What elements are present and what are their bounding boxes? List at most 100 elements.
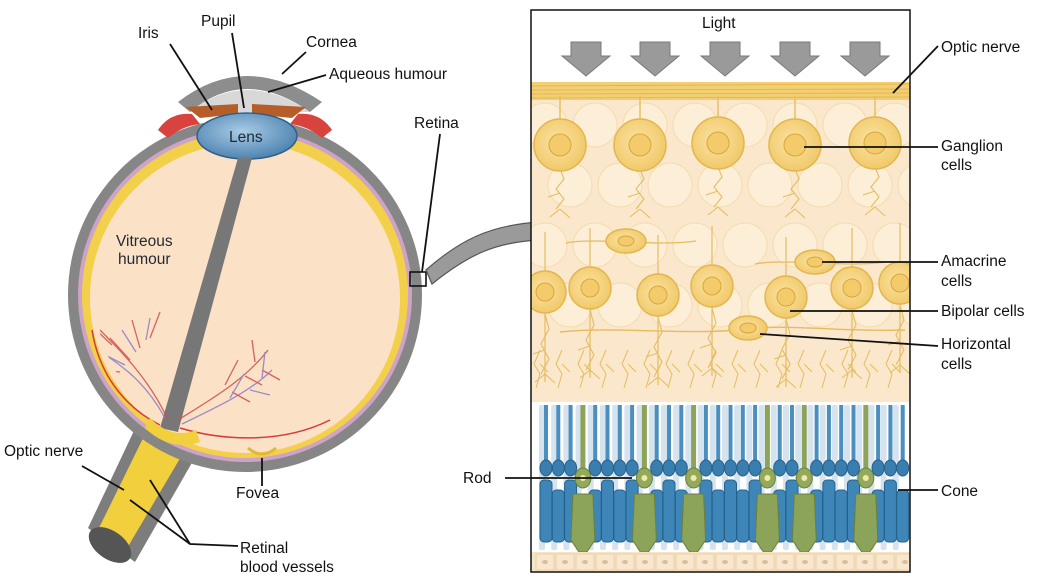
cone-nucleus [699,459,713,477]
dendrite [585,309,595,371]
rod-nucleus-core [862,475,869,481]
cone-segment [883,479,897,543]
panel-leader-lines [505,45,939,491]
label-rod: Rod [463,470,491,487]
rod-segment [791,493,817,553]
cone-axon [777,405,782,465]
dendrite [540,313,550,375]
bipolar-nucleus [535,282,555,302]
label-vitreous-line2: humour [118,251,171,268]
light-arrow [629,41,681,77]
cone-axon [900,405,905,465]
dendrite [775,349,791,389]
dendrite [653,316,663,378]
vitreous-body [90,143,400,453]
dendrite [790,168,800,210]
light-arrows [560,41,891,77]
label-retinal-vessels-line1: Retinal [240,540,288,557]
light-arrow [769,41,821,77]
cone-axon [826,405,831,465]
cornea [178,76,322,112]
background-cell [822,222,868,268]
cone-axon [716,405,721,465]
dendrite [819,349,835,389]
label-light: Light [702,15,736,32]
light-arrow [560,41,612,77]
dendrite [555,168,565,210]
rod-axon [863,405,869,475]
pigment-nucleus [842,560,848,564]
nerve-fiber-lines [531,83,910,99]
cone-segment [551,489,565,543]
photoreceptor-layer [539,405,910,553]
cone-axon [839,405,844,465]
label-retina: Retina [414,115,459,132]
bipolar-nucleus [648,285,668,305]
pigment-nucleus [702,560,708,564]
cone-segment [834,489,848,543]
cone-axon [888,405,893,465]
background-cell [897,164,910,206]
cone-nucleus [724,459,737,477]
label-optic-nerve-eye: Optic nerve [4,443,83,460]
retina-detail-panel: Light Optic nerve Ganglion cells Amacrin… [463,9,1025,573]
background-cell [797,162,843,208]
fovea-pit [247,446,277,456]
label-cone: Cone [941,483,978,500]
pigment-nucleus [562,560,568,564]
cone-nucleus [588,459,602,477]
cone-nucleus [834,459,848,477]
pigment-nucleus [762,560,768,564]
label-vitreous-line1: Vitreous [116,233,173,250]
cone-axon [876,405,881,465]
label-aqueous-humour: Aqueous humour [329,66,447,83]
cone-axon [740,405,745,465]
background-cell [672,222,718,268]
pigment-nucleus [822,560,828,564]
rod-axon [580,405,586,475]
rod-segment [681,493,707,553]
light-arrow [839,41,891,77]
background-cell [747,162,793,208]
cone-axon [544,405,548,465]
pigment-nucleus [862,560,868,564]
panel-border [530,9,911,573]
pigment-nucleus [642,560,648,564]
label-retinal-vessels-line2: blood vessels [240,559,334,576]
cone-axon [630,405,635,465]
label-pupil: Pupil [201,13,235,30]
dendrite [533,349,549,389]
dendrite [753,349,769,389]
cone-nucleus [674,459,688,477]
cone-segment [736,489,750,543]
label-ganglion-line1: Ganglion [941,138,1003,155]
cone-axon [703,405,708,465]
cone-axon [568,405,573,465]
cone-segment [613,489,627,543]
cone-nucleus [810,459,824,477]
cone-axon [667,405,671,465]
ganglion-nucleus [628,133,652,157]
cone-nucleus [736,459,750,477]
rod-segment [853,493,879,553]
cone-axon [728,405,733,465]
dendrite [797,349,813,389]
cone-nucleus [551,459,565,477]
dendrite [687,349,703,389]
pigment-nucleus [542,560,548,564]
cone-nucleus [613,459,627,477]
rod-axon [764,405,770,475]
dendrite [841,349,857,389]
pigment-nucleus [682,560,688,564]
label-fovea: Fovea [236,485,279,502]
cone-axon [790,405,794,465]
background-cell [722,222,768,268]
cone-nucleus [539,459,553,477]
cone-axon [753,405,758,465]
dendrite [870,166,880,208]
dendrite [863,349,879,389]
dendrite [731,349,747,389]
label-bipolar: Bipolar cells [941,303,1025,320]
pigment-cells [535,553,910,571]
